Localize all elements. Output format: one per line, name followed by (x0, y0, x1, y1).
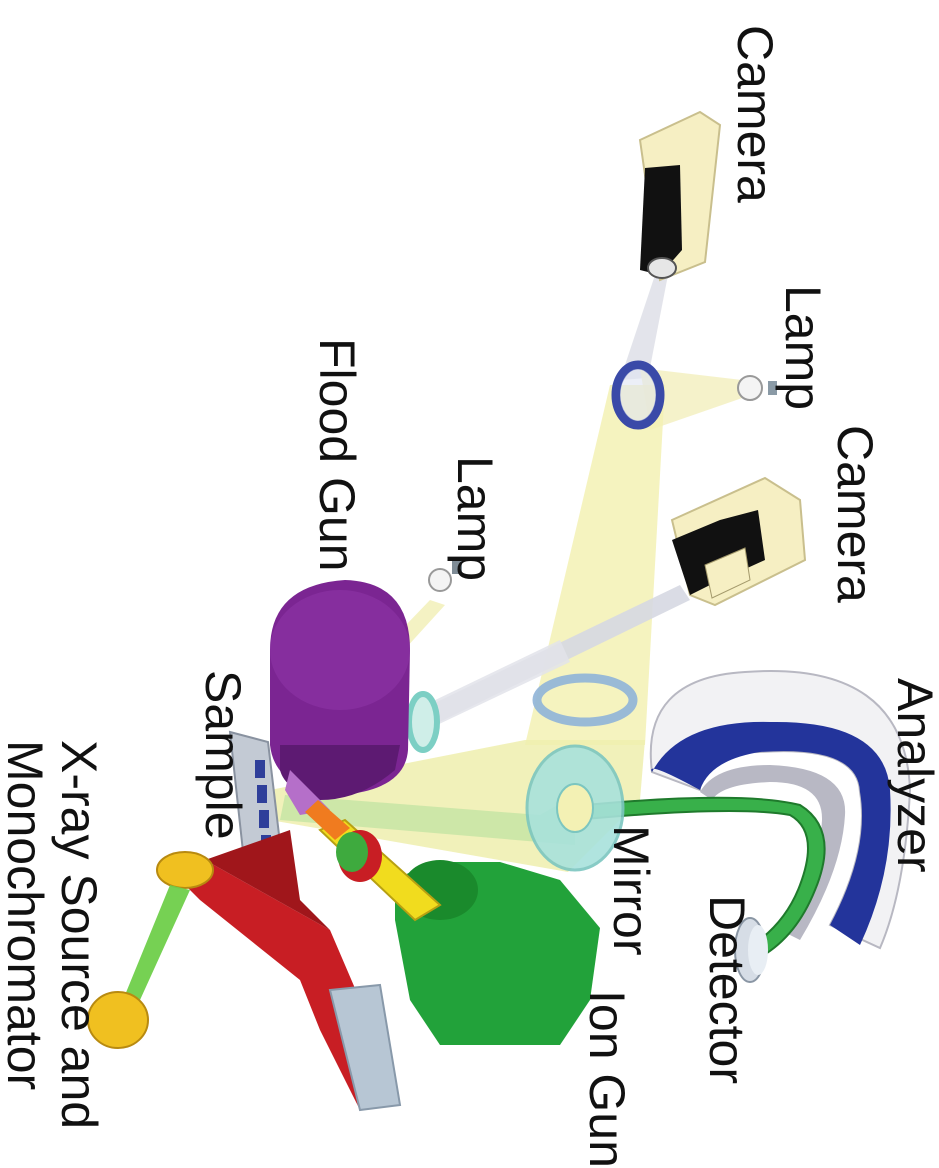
flood-gun (270, 580, 410, 815)
xray-source-line2: Monochromator (0, 740, 52, 1129)
camera-top-label: Camera (730, 25, 780, 203)
xray-source-line1: X-ray Source and (52, 740, 106, 1129)
camera-top (640, 112, 720, 280)
mirror-label: Mirror (606, 825, 656, 956)
lens-lower (409, 694, 437, 750)
analyzer-label: Analyzer (890, 678, 939, 873)
lamp-top-label: Lamp (778, 285, 828, 410)
lamp-top (738, 376, 777, 400)
spectrometer-diagram: Camera Lamp Camera Analyzer Flood Gun La… (0, 0, 939, 1134)
camera-mid-label: Camera (830, 425, 880, 603)
lens-upper (616, 365, 660, 425)
sample-label: Sample (198, 670, 248, 840)
xray-source-label: X-ray Source and Monochromator (0, 740, 106, 1129)
camera-mid (672, 478, 805, 605)
detector-label: Detector (702, 895, 752, 1084)
ion-gun-label: Ion Gun (582, 990, 632, 1168)
flood-gun-label: Flood Gun (312, 338, 362, 571)
lamp-left-label: Lamp (450, 456, 500, 581)
